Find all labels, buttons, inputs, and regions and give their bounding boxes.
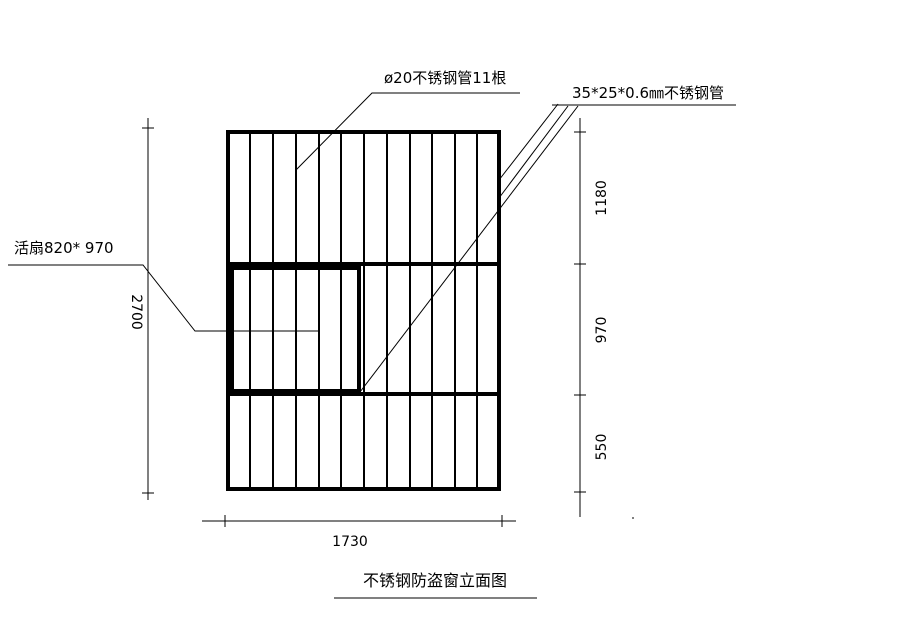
window-frame [226,130,501,491]
frame-tube-label: 35*25*0.6㎜不锈钢管 [572,84,724,102]
movable-sash [230,266,361,393]
bars-label: ø20不锈钢管11根 [384,69,506,87]
outer-frame [226,130,501,491]
middle-section-label: 970 [594,317,610,344]
upper-section-label: 1180 [594,180,610,216]
height-dimension [142,118,154,500]
frame-tube-leader [359,103,736,393]
drawing-title: 不锈钢防盗窗立面图 [363,571,507,590]
sash-leader [8,264,318,332]
section-dimensions [574,118,586,517]
overall-width-label: 1730 [332,534,368,550]
bars-leader [295,92,520,171]
width-dimension [202,515,516,527]
vertical-bars [249,132,478,489]
lower-section-label: 550 [594,434,610,461]
overall-height-label: 2700 [128,294,144,330]
sash-label: 活扇820* 970 [14,239,114,257]
